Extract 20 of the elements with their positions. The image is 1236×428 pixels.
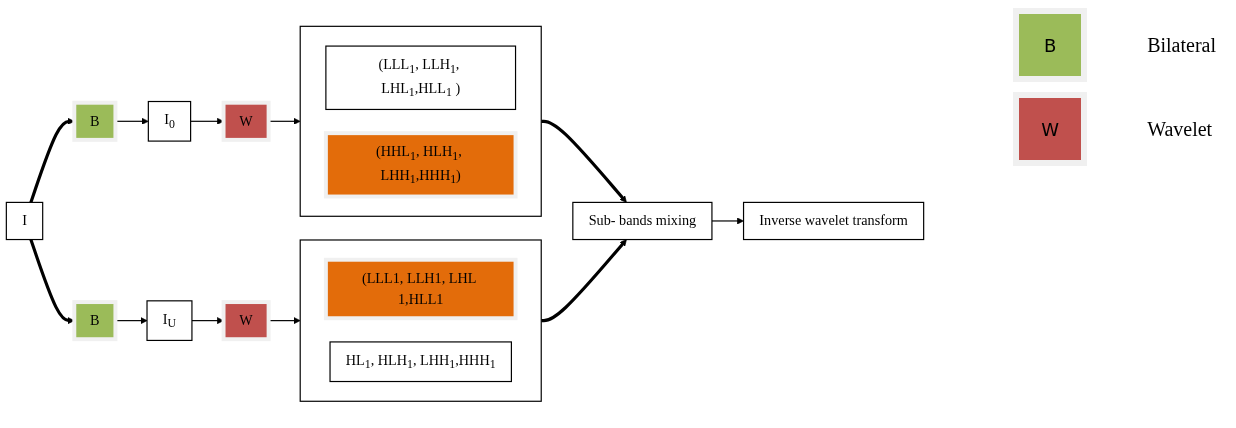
process-box: W	[221, 300, 271, 342]
process-box: HL$_{1}$, HLH$_{1}$, LHH$_{1}$,HHH$_{1}$	[329, 341, 512, 383]
process-box: (LLL$_{1}$, LLH$_{1}$, LHL$_{1}$,HLL$_{1}$ )	[325, 45, 517, 111]
process-box: (LLL1, LLH1, LHL 1,HLL1	[323, 257, 518, 321]
process-box: I	[5, 202, 44, 241]
process-box: (HHL$_{1}$, HLH$_{1}$, LHH$_{1}$,HHH$_{1}$)	[323, 131, 518, 199]
legend-text: Wavelet	[1147, 117, 1213, 141]
arrow	[541, 239, 627, 323]
process-box: Inverse wavelet transform	[742, 202, 925, 241]
arrow	[711, 217, 744, 225]
legend-swatch: B	[1013, 8, 1088, 82]
process-box: W	[221, 100, 271, 143]
process-box: I$_{0}$	[147, 101, 192, 142]
process-box: Sub- bands mixing	[572, 202, 713, 241]
process-box: I$_{U}$	[146, 300, 193, 342]
arrow	[541, 119, 627, 203]
process-box: B	[72, 100, 118, 143]
process-box: B	[72, 300, 118, 342]
legend-text: Bilateral	[1147, 33, 1216, 57]
legend-swatch: W	[1013, 92, 1088, 166]
